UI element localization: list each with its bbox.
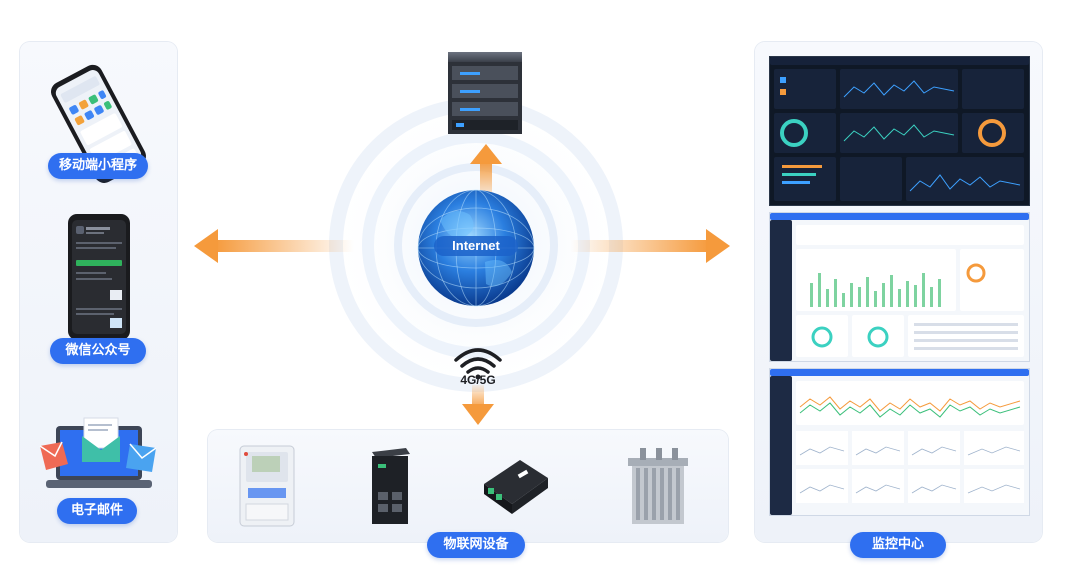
monitor-center-label: 监控中心: [850, 532, 946, 558]
iot-device-panel: [208, 430, 728, 542]
arrow-to-devices: [462, 385, 494, 425]
transformer-icon: [628, 448, 688, 524]
wireless-signal-icon: [454, 348, 502, 380]
internet-label: Internet: [452, 238, 500, 253]
globe-icon: [417, 189, 535, 307]
iot-gateway-icon: [484, 460, 548, 514]
iot-device-label: 物联网设备: [427, 532, 525, 558]
wechat-label: 微信公众号: [50, 338, 146, 364]
server-rack-icon: [448, 52, 522, 134]
line-chart-dashboard-screenshot: [769, 368, 1030, 516]
arrow-to-monitor: [570, 229, 730, 263]
wechat-phone-icon: [68, 214, 130, 340]
email-laptop-icon: [39, 417, 157, 488]
client-panel: 移动端小程序 微信公众号 电子邮件: [20, 42, 177, 542]
light-dashboard-screenshot: [769, 212, 1030, 362]
arrow-to-clients: [194, 229, 354, 263]
arrow-to-server: [470, 144, 502, 200]
smart-meter-icon: [239, 445, 295, 527]
smartphone-miniapp-icon: [50, 64, 146, 183]
network-hub-graphic: [194, 52, 730, 425]
monitor-center-panel: [755, 42, 1042, 542]
miniapp-label: 移动端小程序: [48, 153, 148, 179]
industrial-switch-icon: [372, 448, 410, 524]
email-label: 电子邮件: [57, 498, 137, 524]
wireless-label: 4G/5G: [460, 373, 496, 387]
dark-dashboard-screenshot: [769, 56, 1030, 206]
